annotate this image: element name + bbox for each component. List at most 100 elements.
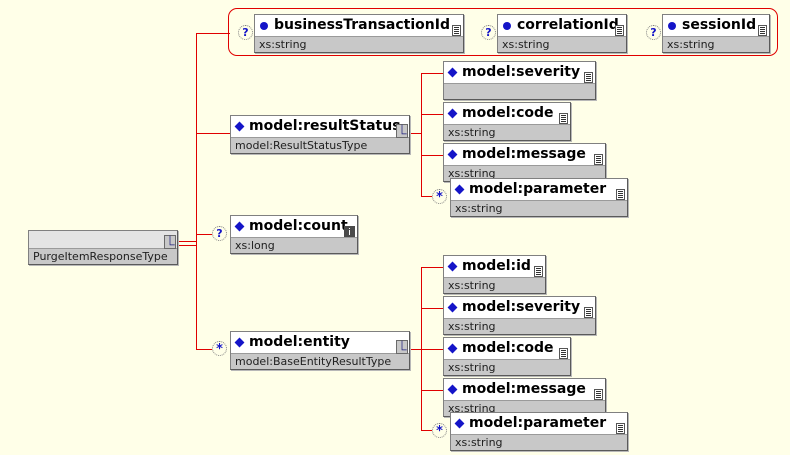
connector-to-severity-2 xyxy=(421,308,443,309)
element-name-severity-1: model:severity xyxy=(462,64,581,80)
connector-to-severity-1 xyxy=(421,73,443,74)
element-type-id: xs:string xyxy=(444,277,545,293)
attribute-name-correlationid: correlationId xyxy=(517,17,619,33)
element-name-count: model:count xyxy=(249,218,348,234)
attribute-name-sessionid: sessionId xyxy=(682,17,757,33)
attribute-type-sessionid: xs:string xyxy=(663,36,769,52)
element-name-row-code-2: model:code xyxy=(444,338,570,359)
element-type-message-1: xs:string xyxy=(444,165,605,181)
element-name-severity-2: model:severity xyxy=(462,299,581,315)
element-bullet-icon xyxy=(234,221,245,232)
element-name-row-resultstatus: model:resultStatus ⎿ xyxy=(231,116,409,138)
attribute-bullet-icon xyxy=(668,21,676,30)
element-node-parameter-2[interactable]: model:parameter xs:string xyxy=(450,412,628,451)
element-type-parameter-2: xs:string xyxy=(451,434,627,450)
attribute-name-businesstransactionid: businessTransactionId xyxy=(274,17,450,33)
connector-to-count xyxy=(196,234,212,235)
element-name-row-message-1: model:message xyxy=(444,144,605,165)
documentation-icon xyxy=(616,189,625,200)
connector-to-id xyxy=(421,267,443,268)
element-name-id: model:id xyxy=(462,258,531,274)
element-bullet-icon xyxy=(447,343,458,354)
connector-entity-stub xyxy=(410,349,422,350)
element-node-code-1[interactable]: model:code xs:string xyxy=(443,102,571,141)
connector-to-message-2 xyxy=(421,390,443,391)
element-name-row-count: model:count xyxy=(231,216,357,237)
element-name-row-message-2: model:message xyxy=(444,379,605,400)
element-bullet-icon xyxy=(447,302,458,313)
connector-resultstatus-stub xyxy=(410,133,422,134)
element-name-resultstatus: model:resultStatus xyxy=(249,118,401,134)
cardinality-optional-businesstransactionid: ? xyxy=(238,25,253,40)
root-node-purgeitemresponsetype[interactable]: ⎿ PurgeItemResponseType xyxy=(28,230,178,265)
cardinality-optional-count: ? xyxy=(212,226,227,241)
element-bullet-icon xyxy=(447,384,458,395)
connector-to-resultstatus xyxy=(196,133,230,134)
element-node-parameter-1[interactable]: model:parameter xs:string xyxy=(450,178,628,217)
connector-main-trunk-lower xyxy=(196,241,197,349)
element-name-row-parameter-1: model:parameter xyxy=(451,179,627,200)
element-node-severity-1[interactable]: model:severity xyxy=(443,61,596,100)
sequence-icon: ⎿ xyxy=(164,235,176,249)
connector-main-trunk xyxy=(196,33,197,245)
info-icon xyxy=(344,226,355,237)
connector-root-stub-2 xyxy=(178,245,196,246)
documentation-icon xyxy=(615,25,624,36)
connector-to-entity xyxy=(196,349,212,350)
element-node-id[interactable]: model:id xs:string xyxy=(443,255,546,294)
connector-to-parameter-1 xyxy=(421,196,432,197)
element-node-count[interactable]: model:count xs:long xyxy=(230,215,358,254)
cardinality-optional-sessionid: ? xyxy=(646,25,661,40)
element-node-resultstatus[interactable]: model:resultStatus ⎿ model:ResultStatusT… xyxy=(230,115,410,154)
connector-root-stub xyxy=(178,241,196,242)
documentation-icon xyxy=(559,113,568,124)
connector-to-attr-group xyxy=(196,33,230,34)
attribute-group-box xyxy=(228,8,778,56)
element-type-severity-2: xs:string xyxy=(444,318,595,334)
element-name-message-1: model:message xyxy=(462,146,586,162)
cardinality-repeat-parameter-1: * xyxy=(432,189,447,205)
element-name-row-entity: model:entity ⎿ xyxy=(231,332,409,354)
element-name-message-2: model:message xyxy=(462,381,586,397)
connector-to-code-1 xyxy=(421,114,443,115)
element-bullet-icon xyxy=(454,184,465,195)
element-type-severity-1 xyxy=(444,83,595,99)
element-bullet-icon xyxy=(447,67,458,78)
element-bullet-icon xyxy=(234,121,245,132)
element-name-row-severity-1: model:severity xyxy=(444,62,595,83)
element-name-row-id: model:id xyxy=(444,256,545,277)
attr-name-row-correlationid: correlationId xyxy=(498,15,626,36)
element-node-message-1[interactable]: model:message xs:string xyxy=(443,143,606,182)
element-type-resultstatus: model:ResultStatusType xyxy=(231,137,409,153)
element-name-entity: model:entity xyxy=(249,334,350,350)
element-name-code-1: model:code xyxy=(462,105,554,121)
attribute-node-sessionid[interactable]: sessionId xs:string xyxy=(662,14,770,53)
documentation-icon xyxy=(534,266,543,277)
attribute-type-businesstransactionid: xs:string xyxy=(255,36,463,52)
root-node-name-row: ⎿ xyxy=(29,231,177,249)
attr-name-row-businesstransactionid: businessTransactionId xyxy=(255,15,463,36)
attr-name-row-sessionid: sessionId xyxy=(663,15,769,36)
element-type-parameter-1: xs:string xyxy=(451,200,627,216)
documentation-icon xyxy=(758,25,767,36)
attribute-node-businesstransactionid[interactable]: businessTransactionId xs:string xyxy=(254,14,464,53)
documentation-icon xyxy=(616,423,625,434)
element-node-entity[interactable]: model:entity ⎿ model:BaseEntityResultTyp… xyxy=(230,331,410,370)
documentation-icon xyxy=(594,154,603,165)
attribute-node-correlationid[interactable]: correlationId xs:string xyxy=(497,14,627,53)
element-name-parameter-2: model:parameter xyxy=(469,415,607,431)
element-bullet-icon xyxy=(447,261,458,272)
connector-to-code-2 xyxy=(421,349,443,350)
cardinality-repeat-parameter-2: * xyxy=(432,423,447,439)
sequence-icon: ⎿ xyxy=(396,124,408,138)
element-node-code-2[interactable]: model:code xs:string xyxy=(443,337,571,376)
attribute-bullet-icon xyxy=(260,21,268,30)
element-type-code-2: xs:string xyxy=(444,359,570,375)
element-type-entity: model:BaseEntityResultType xyxy=(231,353,409,369)
element-name-parameter-1: model:parameter xyxy=(469,181,607,197)
element-node-severity-2[interactable]: model:severity xs:string xyxy=(443,296,596,335)
element-bullet-icon xyxy=(447,108,458,119)
documentation-icon xyxy=(584,307,593,318)
element-bullet-icon xyxy=(234,337,245,348)
documentation-icon xyxy=(594,389,603,400)
